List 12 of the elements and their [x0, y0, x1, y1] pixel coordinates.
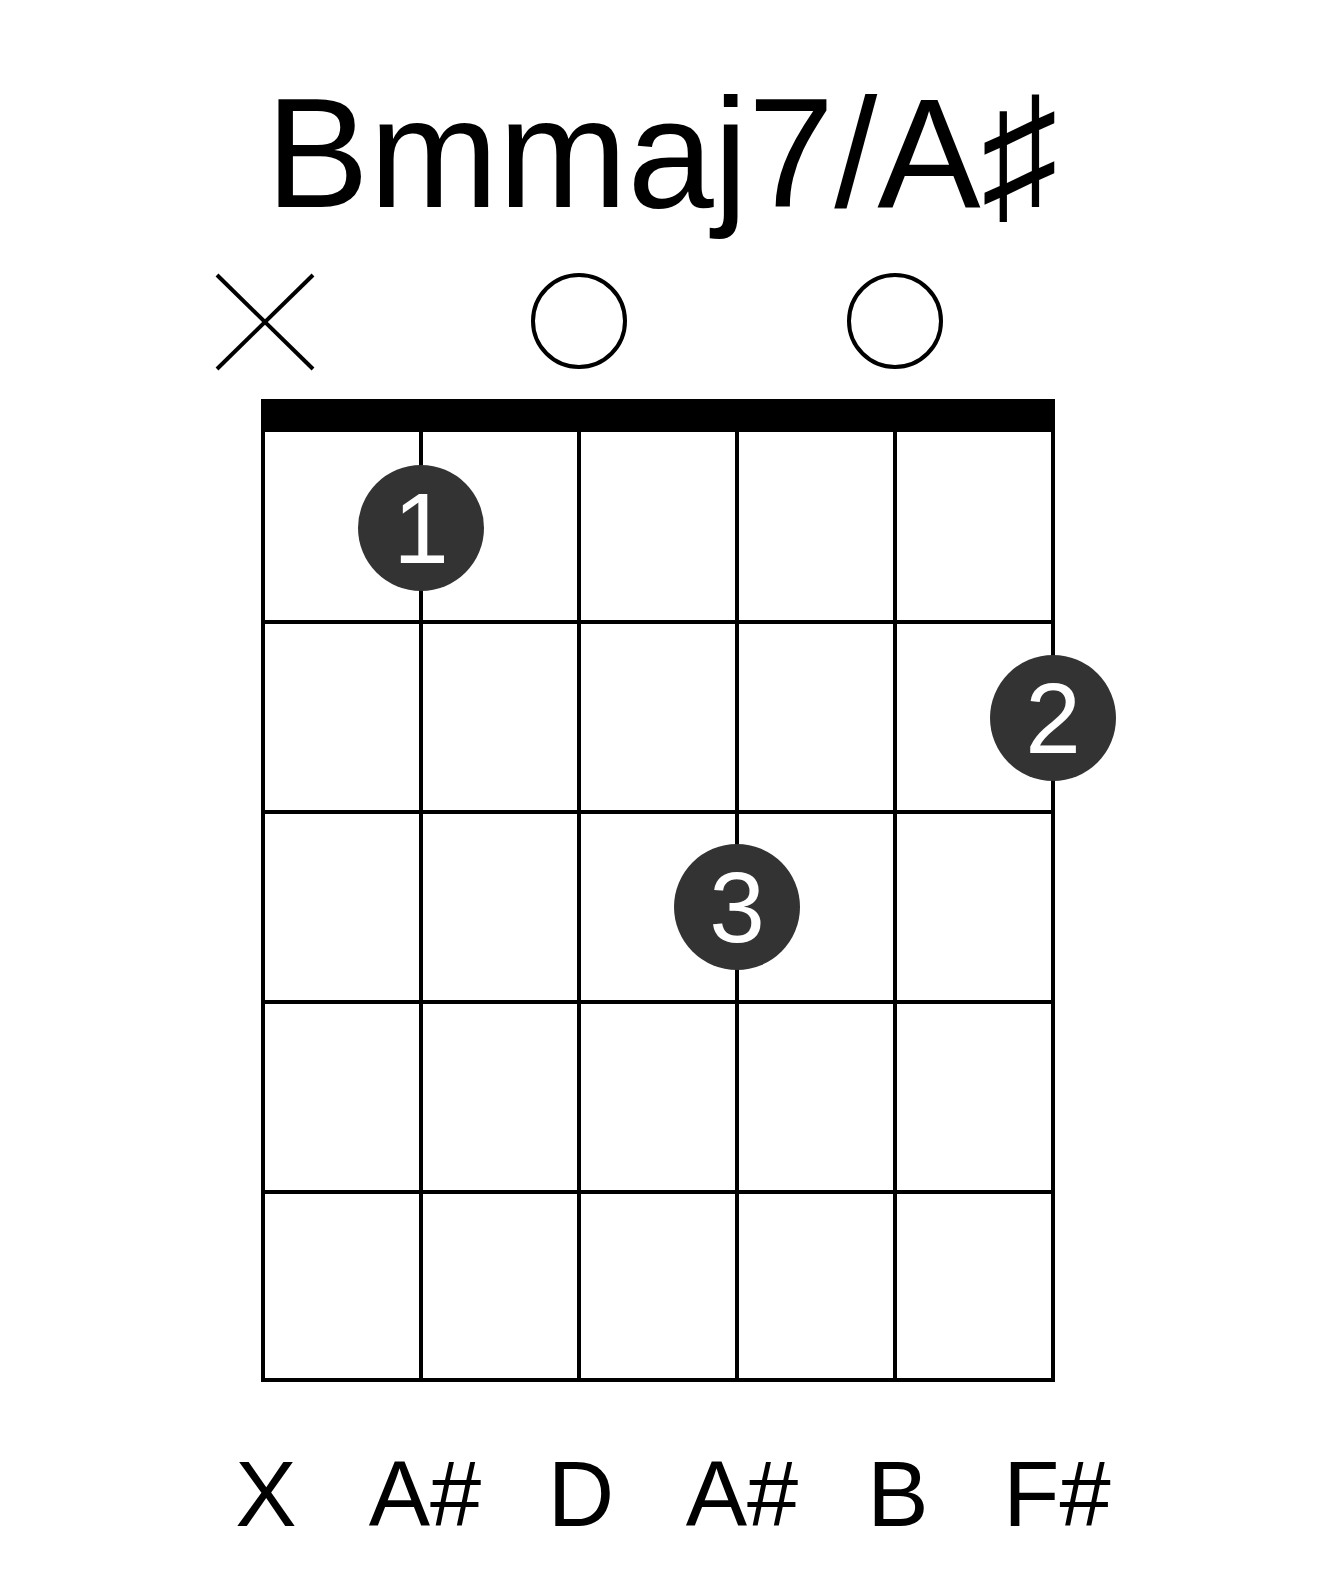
finger-dot: 3: [674, 844, 800, 970]
string-note-label: D: [547, 1448, 615, 1540]
string-note-label: F#: [1003, 1448, 1111, 1540]
string-note-label: A#: [685, 1448, 799, 1540]
string-note-label: B: [867, 1448, 929, 1540]
chord-title: Bmmaj7/A♯: [265, 66, 1059, 242]
open-string-circle: [531, 273, 627, 369]
finger-dot: 2: [990, 655, 1116, 781]
open-string-circle: [847, 273, 943, 369]
string-note-label: A#: [368, 1448, 482, 1540]
string-note-label: X: [235, 1448, 297, 1540]
finger-dot: 1: [358, 465, 484, 591]
